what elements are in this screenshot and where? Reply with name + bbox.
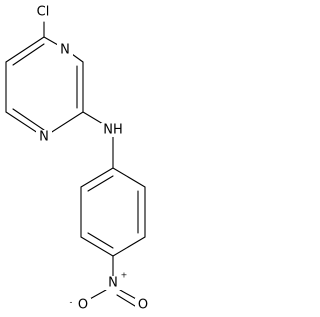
atom-nitro-o-left: O — [78, 298, 88, 313]
atom-n3: N — [60, 43, 70, 58]
bond-ar6-ar1-double — [87, 175, 114, 192]
bond-c6-c5-double — [12, 108, 45, 131]
bond-no2-oright-double — [116, 294, 136, 307]
atom-labels: Cl N N NH N + O - O — [36, 5, 151, 313]
bond-ar4-ar5 — [80, 236, 114, 257]
bond-c4-c4-double — [5, 36, 45, 63]
chemical-structure-diagram: Cl N N NH N + O - O — [5, 5, 151, 313]
atom-nitro-n: N — [108, 276, 118, 291]
nitro-charge-minus: - — [70, 298, 73, 307]
atom-nh: NH — [103, 123, 123, 138]
bond-ar1-ar2 — [112, 167, 146, 188]
atom-n1: N — [39, 130, 49, 145]
bond-lines — [5, 21, 146, 307]
atom-nitro-o-right: O — [138, 298, 148, 313]
bond-ar4-ar5-double — [87, 232, 114, 249]
atom-cl: Cl — [37, 5, 50, 20]
bond-ar6-ar1 — [80, 167, 114, 188]
nitro-charge-plus: + — [121, 271, 128, 280]
bond-c4-inner-double — [12, 43, 45, 66]
bond-ar3-ar4 — [112, 236, 146, 257]
